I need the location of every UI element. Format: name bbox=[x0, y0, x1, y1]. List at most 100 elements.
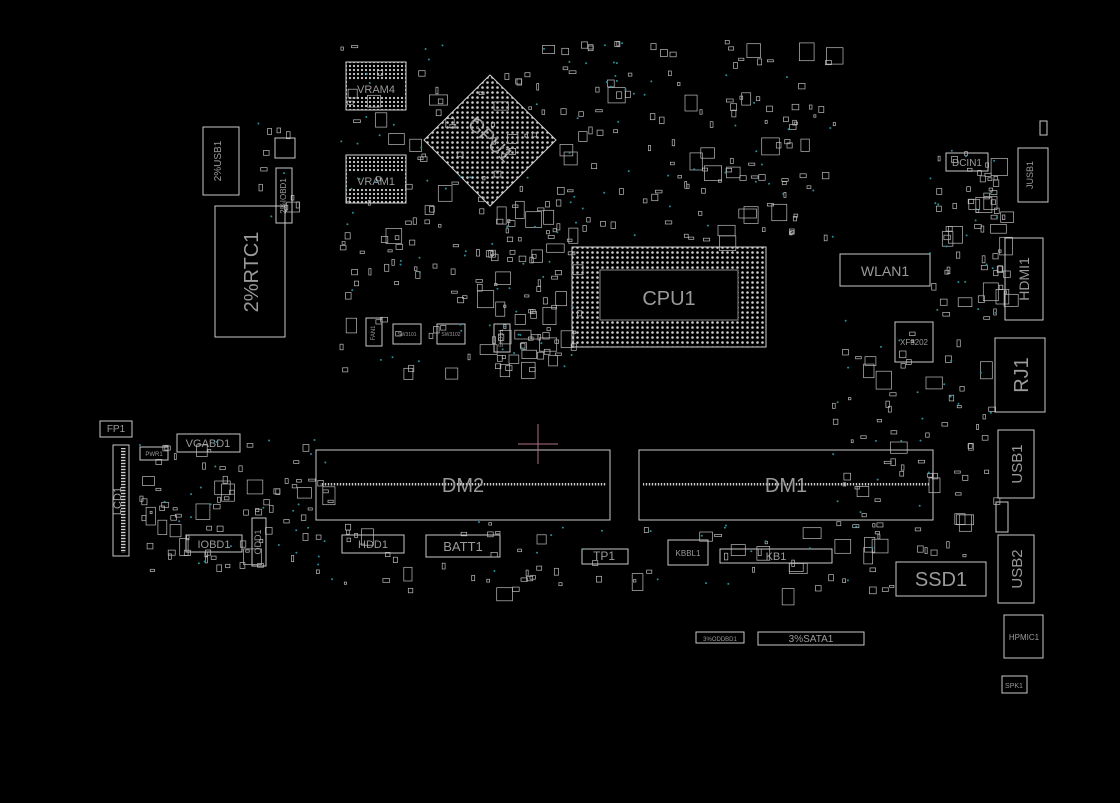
sw3102-chip[interactable]: SW3102 bbox=[436, 323, 466, 345]
pwr1-button[interactable]: PWR1 bbox=[139, 446, 169, 461]
hdd1-connector[interactable]: HDD1 bbox=[341, 534, 405, 554]
usb3-small-connector[interactable] bbox=[995, 501, 1009, 533]
via bbox=[585, 62, 588, 65]
small-component bbox=[274, 137, 296, 159]
passive-component bbox=[758, 174, 766, 181]
sw3101-chip[interactable]: SW3101 bbox=[392, 323, 422, 345]
via bbox=[847, 366, 850, 369]
passive-component bbox=[793, 121, 798, 125]
passive-component bbox=[343, 581, 347, 585]
passive-component bbox=[341, 241, 346, 245]
cpu1-chip[interactable]: CPU1 bbox=[571, 246, 767, 348]
gpu1-chip[interactable]: GPU1 bbox=[423, 74, 557, 207]
passive-component bbox=[875, 370, 892, 390]
via bbox=[994, 311, 997, 314]
passive-component bbox=[581, 41, 588, 49]
sata1-connector[interactable]: 3%SATA1 bbox=[757, 631, 865, 646]
dm1-slot[interactable]: DM1 bbox=[638, 449, 934, 521]
passive-component bbox=[186, 534, 190, 541]
rtc1-battery[interactable]: 2%RTC1 bbox=[214, 205, 286, 338]
passive-component bbox=[1002, 214, 1006, 220]
passive-component bbox=[142, 476, 155, 486]
kbbl1-connector[interactable]: KBBL1 bbox=[667, 539, 709, 566]
via bbox=[874, 439, 877, 442]
kb1-connector[interactable]: KB1 bbox=[719, 548, 833, 564]
dm2-slot[interactable]: DM2 bbox=[315, 449, 611, 521]
rj1-connector[interactable]: RJ1 bbox=[994, 337, 1046, 413]
wlan1-module[interactable]: WLAN1 bbox=[839, 253, 931, 287]
hdmi1-connector[interactable]: HDMI1 bbox=[1004, 237, 1044, 321]
passive-component bbox=[821, 172, 830, 180]
via bbox=[378, 134, 381, 137]
passive-component bbox=[560, 108, 567, 115]
passive-component bbox=[479, 344, 498, 355]
passive-component bbox=[487, 531, 494, 538]
usb2-connector[interactable]: USB2 bbox=[997, 534, 1035, 604]
via bbox=[782, 192, 785, 195]
via bbox=[418, 271, 421, 274]
passive-component bbox=[195, 503, 211, 520]
usb1-left-connector[interactable]: 2%USB1 bbox=[202, 126, 240, 196]
via bbox=[444, 187, 447, 190]
passive-component bbox=[877, 533, 881, 540]
odd-sub-connector[interactable]: 3%ODDBD1 bbox=[695, 631, 745, 644]
spk1-connector[interactable]: SPK1 bbox=[1001, 675, 1028, 694]
passive-component bbox=[290, 195, 295, 201]
passive-component bbox=[815, 585, 822, 592]
passive-component bbox=[551, 275, 558, 280]
usb1-right-connector[interactable]: USB1 bbox=[997, 429, 1035, 499]
passive-component bbox=[586, 217, 591, 223]
odd1-connector[interactable]: ODD1 bbox=[251, 517, 267, 567]
passive-component bbox=[308, 478, 316, 482]
passive-component bbox=[977, 295, 985, 303]
passive-component bbox=[562, 66, 569, 71]
passive-component bbox=[578, 131, 588, 142]
passive-component bbox=[743, 206, 759, 224]
passive-component bbox=[660, 49, 668, 57]
passive-component bbox=[988, 187, 994, 192]
passive-component bbox=[557, 187, 565, 195]
batt1-connector[interactable]: BATT1 bbox=[425, 534, 501, 558]
xf3202-component[interactable]: XF3202 bbox=[894, 321, 934, 363]
passive-component bbox=[684, 181, 688, 189]
dcin1-connector[interactable]: DCIN1 bbox=[945, 152, 989, 172]
via bbox=[373, 180, 376, 183]
passive-component bbox=[799, 42, 815, 62]
passive-component bbox=[345, 523, 352, 531]
via bbox=[898, 339, 901, 342]
passive-component bbox=[559, 144, 574, 157]
passive-component bbox=[863, 363, 875, 379]
tp1-connector[interactable]: TP1 bbox=[581, 548, 629, 565]
fp1-connector[interactable]: FP1 bbox=[99, 420, 133, 438]
passive-component bbox=[263, 150, 270, 156]
via bbox=[526, 176, 529, 179]
passive-component bbox=[387, 249, 393, 253]
via bbox=[209, 503, 212, 506]
bios1-chip[interactable]: BIOS1 bbox=[493, 323, 511, 353]
via bbox=[996, 216, 998, 219]
passive-component bbox=[956, 251, 961, 259]
vram1-chip[interactable]: VRAM1 bbox=[345, 154, 407, 204]
iobd1-top-connector[interactable]: 2%IOBD1 bbox=[275, 167, 293, 224]
passive-component bbox=[437, 98, 444, 105]
vram4-chip[interactable]: VRAM4 bbox=[345, 61, 407, 111]
passive-component bbox=[842, 578, 846, 583]
hpmic1-jack[interactable]: HPMIC1 bbox=[1003, 614, 1044, 659]
ssd1-connector[interactable]: SSD1 bbox=[895, 561, 987, 597]
passive-component bbox=[395, 244, 404, 250]
passive-component bbox=[684, 94, 698, 112]
vram1-label: VRAM1 bbox=[357, 176, 395, 188]
passive-component bbox=[537, 351, 545, 360]
via bbox=[576, 117, 579, 120]
lcd1-connector[interactable]: LCD1 bbox=[112, 444, 130, 557]
passive-component bbox=[983, 196, 998, 210]
iobd1-connector[interactable]: IOBD1 bbox=[185, 534, 243, 553]
via bbox=[556, 231, 559, 234]
passive-component bbox=[988, 406, 996, 412]
passive-component bbox=[273, 488, 281, 495]
jusb1-connector[interactable]: JUSB1 bbox=[1017, 147, 1049, 203]
fan1-connector[interactable]: FAN1 bbox=[365, 317, 383, 347]
passive-component bbox=[216, 525, 224, 532]
via bbox=[506, 225, 509, 228]
